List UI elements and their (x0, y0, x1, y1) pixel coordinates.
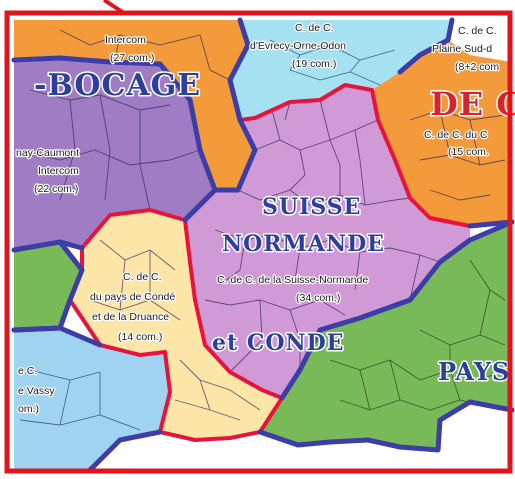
blue-boundaries (11, 17, 515, 473)
label-pays-conde-line3: et de la Druance (92, 311, 169, 323)
region-name-red-banner: DE C (430, 85, 515, 123)
commune-boundaries (19, 29, 506, 431)
label-pays-conde: C. de C. du pays de Condé et de la Druan… (89, 270, 177, 344)
label-pays-conde-line2: du pays de Condé (90, 291, 175, 303)
label-plaine-sud-line1: C. de C. (458, 25, 497, 37)
label-evrecy-line1: C. de C. (295, 22, 334, 34)
label-aunay-line2: Intercom (38, 165, 79, 177)
label-c-de-c-du: C. de C. du C (15 com. (423, 128, 490, 159)
label-vassy-line3: om.) (18, 403, 39, 415)
region-orange-right-fill (372, 40, 512, 226)
label-aunay-line1: nay-Caumont (16, 147, 79, 159)
label-vassy-line2: e Vassy (18, 385, 55, 397)
label-evrecy: C. de C. d'Evrecy-Orne-Odon (19 com.) (249, 21, 348, 71)
region-name-pays: PAYS (438, 357, 510, 386)
label-plaine-sud-line2: Plaine Sud-d (432, 43, 492, 55)
callout-pointer (102, 0, 126, 15)
region-name-suisse: SUISSE (262, 194, 361, 220)
region-orange-top-fill (14, 20, 255, 190)
label-suisse-cc: C. de C. de la Suisse-Normande (34 com.) (216, 273, 370, 305)
region-name-normande: NORMANDE (222, 231, 385, 257)
region-white-patch (448, 20, 512, 62)
label-suisse-cc-line1: C. de C. de la Suisse-Normande (217, 274, 368, 286)
label-aunay-line3: (22 com.) (34, 183, 78, 195)
label-vassy-line1: e C. (18, 365, 37, 377)
label-plaine-sud: C. de C. Plaine Sud-d (8+2 com (431, 24, 501, 74)
region-vassy-fill (14, 328, 170, 470)
label-intercom-top-line2: (27 com.) (110, 52, 154, 64)
label-pays-conde-line1: C. de C. (123, 271, 162, 283)
region-name-et-conde: et CONDE (212, 330, 344, 356)
label-c-de-c-du-line2: (15 com. (448, 146, 489, 158)
label-aunay: nay-Caumont Intercom (22 com.) (15, 146, 81, 196)
label-plaine-sud-line3: (8+2 com (455, 61, 499, 73)
region-evrecy-fill (230, 20, 452, 120)
label-suisse-cc-line2: (34 com.) (296, 292, 340, 304)
region-pays-fill (260, 222, 512, 450)
label-c-de-c-du-line1: C. de C. du C (424, 129, 488, 141)
label-evrecy-line2: d'Evrecy-Orne-Odon (250, 40, 346, 52)
region-name-bocage: -BOCAGE (34, 68, 201, 103)
label-pays-conde-line4: (14 com.) (118, 331, 162, 343)
region-pays-de-conde-fill (70, 210, 282, 440)
map-frame-border (4, 10, 513, 474)
label-vassy: e C. e Vassy om.) (17, 364, 57, 416)
label-intercom-top: Intercom (27 com.) (104, 33, 156, 65)
region-suisse-normande-fill (185, 85, 470, 398)
label-intercom-top-line1: Intercom (105, 34, 146, 46)
label-evrecy-line3: (19 com.) (292, 58, 336, 70)
